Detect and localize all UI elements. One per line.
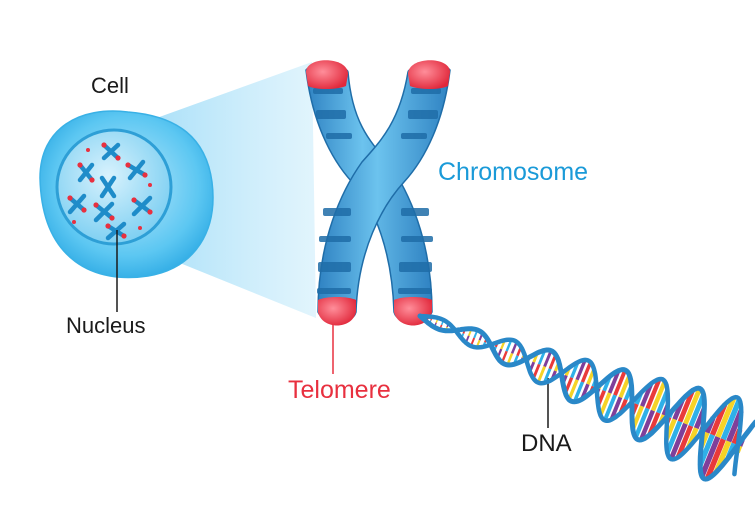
telomere-top-left [306,60,348,89]
dna-label: DNA [521,432,572,456]
chromosome-label: Chromosome [438,160,588,185]
chromosome [306,60,450,325]
cell-label: Cell [91,75,129,97]
telomere-label: Telomere [288,378,391,403]
dna-helix [420,316,755,479]
telomere-top-right [408,60,450,89]
dna-base-pair-half [545,351,551,367]
telomere-bottom-left [318,297,356,326]
dna-base-pair-half [538,367,544,383]
nucleus-label: Nucleus [66,315,145,337]
